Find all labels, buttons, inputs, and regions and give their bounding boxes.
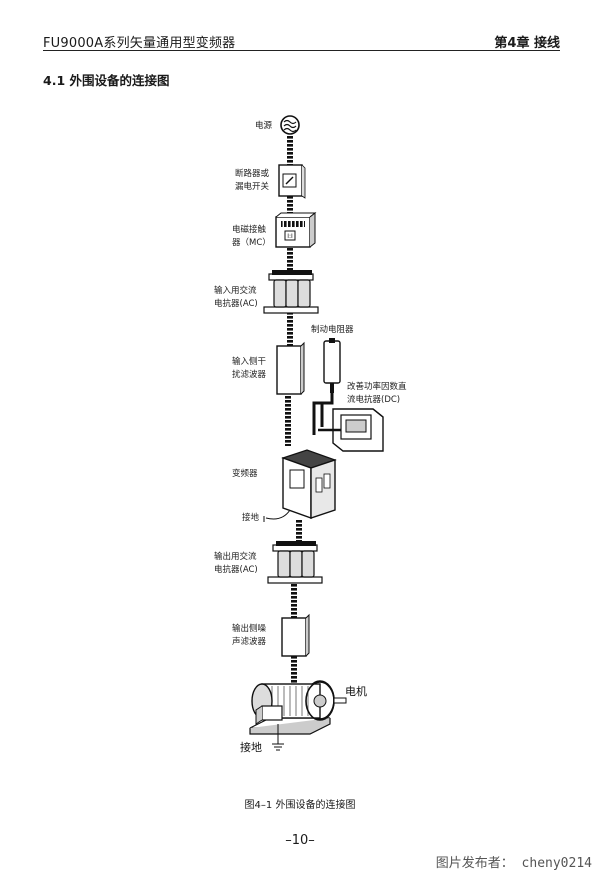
page-number: –10– xyxy=(285,833,315,848)
power-source-icon xyxy=(280,115,300,135)
label-input-filter-line1: 输入侧干 xyxy=(232,357,267,367)
label-input-reactor-line1: 输入用交流 xyxy=(214,286,257,296)
motor-icon xyxy=(249,680,347,735)
figure-caption: 图4–1 外围设备的连接图 xyxy=(244,800,356,811)
section-title: 4.1 外围设备的连接图 xyxy=(43,73,170,88)
output-reactor-icon xyxy=(267,541,323,584)
breaker-icon xyxy=(278,164,306,199)
ground-icon xyxy=(272,724,284,751)
label-inverter: 变频器 xyxy=(232,469,258,479)
dc-reactor-icon xyxy=(318,408,384,452)
label-brake-resistor: 制动电阻器 xyxy=(311,325,354,335)
label-dc-reactor-line2: 流电抗器(DC) xyxy=(347,395,401,405)
inverter-ground-wire xyxy=(263,509,291,522)
label-power: 电源 xyxy=(255,121,273,131)
label-contactor-line1: 电磁接触 xyxy=(232,225,267,235)
label-contactor-line2: 器（MC） xyxy=(232,238,271,248)
output-filter-icon xyxy=(281,613,310,657)
label-output-filter-line2: 声滤波器 xyxy=(232,637,267,647)
label-ground-inverter: 接地 xyxy=(242,513,260,523)
brake-resistor-icon xyxy=(312,338,341,435)
label-breaker-line1: 断路器或 xyxy=(235,169,270,179)
label-output-reactor-line2: 电抗器(AC) xyxy=(214,565,258,575)
input-reactor-icon xyxy=(263,270,319,314)
label-input-filter-line2: 扰滤波器 xyxy=(232,370,267,380)
label-breaker-line2: 漏电开关 xyxy=(235,182,270,192)
label-dc-reactor-line1: 改善功率因数直 xyxy=(347,382,407,392)
main-cable xyxy=(285,135,302,683)
label-input-reactor-line2: 电抗器(AC) xyxy=(214,299,258,309)
inverter-icon xyxy=(281,449,337,519)
watermark: 图片发布者： cheny0214 xyxy=(435,856,592,871)
contactor-icon: I:I xyxy=(275,211,317,248)
label-output-reactor-line1: 输出用交流 xyxy=(214,552,257,562)
header-chapter: 第4章 接线 xyxy=(494,36,560,51)
svg-text:I:I: I:I xyxy=(287,233,293,240)
page-header: FU9000A系列矢量通用型变频器 第4章 接线 xyxy=(43,30,560,51)
label-motor: 电机 xyxy=(345,685,367,698)
label-ground-motor: 接地 xyxy=(240,741,262,754)
label-output-filter-line1: 输出侧噪 xyxy=(232,624,267,634)
input-filter-icon xyxy=(276,341,305,395)
header-title: FU9000A系列矢量通用型变频器 xyxy=(43,36,236,51)
